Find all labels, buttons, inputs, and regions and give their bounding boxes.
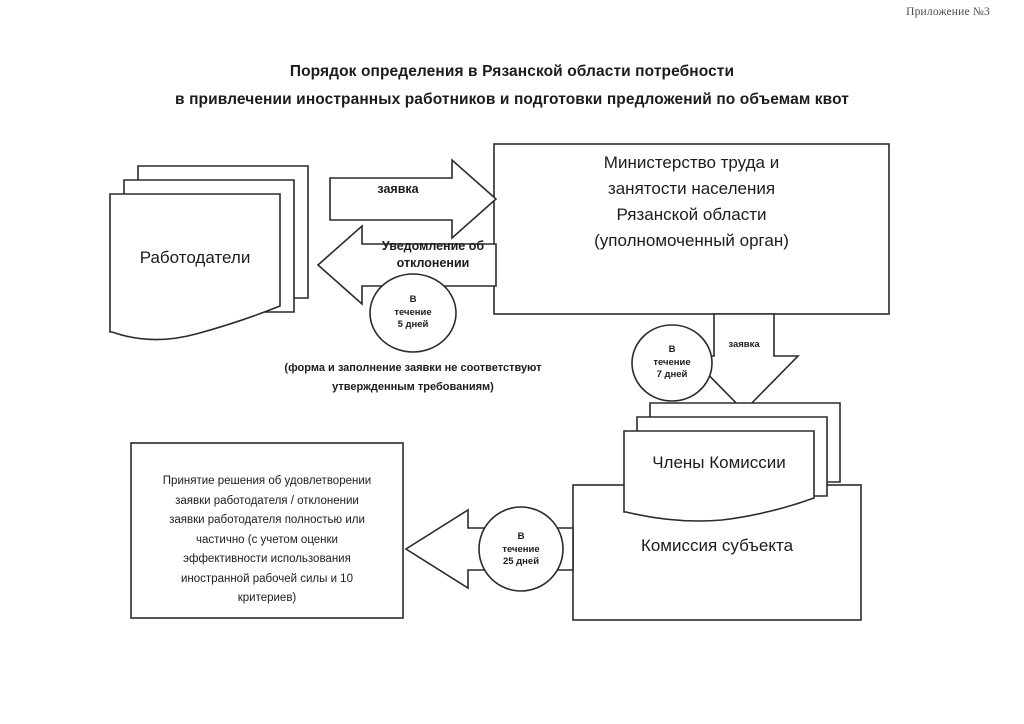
rejection-arrow-label-line-2: отклонении xyxy=(396,256,470,270)
timer-5-days-line-2: течение xyxy=(394,306,432,318)
timer-7-days-line-2: течение xyxy=(653,356,691,368)
commission-members-label: Члены Комиссии xyxy=(652,453,786,472)
decision-line-1: Принятие решения об удовлетворении xyxy=(162,475,372,487)
timer-circle-7-days xyxy=(631,324,713,402)
ministry-box xyxy=(493,143,890,315)
timer-5-days-label: В течение 5 дней xyxy=(373,294,453,332)
employers-sheet-front xyxy=(109,193,281,341)
decision-box xyxy=(130,442,404,619)
rejection-arrow-label: Уведомление об отклонении xyxy=(363,238,503,272)
rejection-reason-note-line-1: (форма и заполнение заявки не соответств… xyxy=(284,362,542,374)
appendix-label: Приложение №3 xyxy=(906,6,990,18)
ministry-label: Министерство труда и занятости населения… xyxy=(500,150,883,254)
timer-circle-5-days xyxy=(369,273,457,353)
ministry-line-1: Министерство труда и xyxy=(603,153,780,172)
ministry-line-4: (уполномоченный орган) xyxy=(594,231,789,250)
employers-label: Работодатели xyxy=(139,248,251,267)
timer-5-days-line-3: 5 дней xyxy=(397,319,429,330)
application-down-arrow-label: заявка xyxy=(728,339,760,350)
page-title: Порядок определения в Рязанской области … xyxy=(0,58,1024,114)
rejection-reason-note-line-2: утвержденным требованиям) xyxy=(332,381,494,393)
decision-line-2: заявки работодателя / отклонении xyxy=(175,494,359,507)
ministry-line-2: занятости населения xyxy=(607,179,776,198)
page-title-line-1: Порядок определения в Рязанской области … xyxy=(289,63,735,80)
application-arrow-label: заявка xyxy=(377,182,419,196)
decision-line-4: частично (с учетом оценки xyxy=(196,533,338,546)
timer-7-days-line-1: В xyxy=(668,344,676,355)
application-arrow-right xyxy=(329,158,498,240)
ministry-line-3: Рязанской области xyxy=(616,205,767,224)
timer-25-days-line-1: В xyxy=(517,531,525,542)
rejection-arrow-label-line-1: Уведомление об xyxy=(381,239,485,253)
commission-members-sheet-front xyxy=(623,430,815,522)
decision-line-5: эффективности использования xyxy=(183,553,351,565)
rejection-arrow-left xyxy=(316,224,497,306)
timer-25-days-line-2: течение xyxy=(502,543,540,555)
decision-line-6: иностранной рабочей силы и 10 xyxy=(181,572,353,585)
timer-7-days-line-3: 7 дней xyxy=(656,369,688,380)
timer-circle-25-days xyxy=(478,506,564,592)
timer-25-days-line-3: 25 дней xyxy=(502,556,540,567)
decision-label: Принятие решения об удовлетворении заявк… xyxy=(136,472,398,609)
commission-subject-label: Комиссия субъекта xyxy=(640,536,794,555)
rejection-reason-note: (форма и заполнение заявки не соответств… xyxy=(243,359,583,397)
decision-line-3: заявки работодателя полностью или xyxy=(169,514,365,526)
decision-line-7: критериев) xyxy=(237,592,297,604)
timer-25-days-label: В течение 25 дней xyxy=(481,531,561,569)
page-title-line-2: в привлечении иностранных работников и п… xyxy=(175,91,849,108)
timer-7-days-label: В течение 7 дней xyxy=(632,344,712,382)
timer-5-days-line-1: В xyxy=(409,294,417,305)
